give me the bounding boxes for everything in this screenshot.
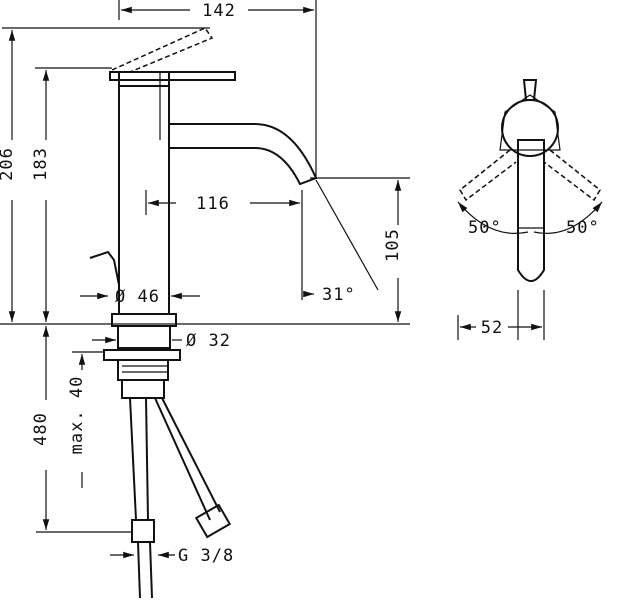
dim-height-body: 183: [31, 147, 51, 181]
dim-connection-thread: G 3/8: [178, 546, 234, 566]
dim-spout-angle: 31°: [322, 285, 356, 305]
dim-max-counter-thickness: max. 40: [67, 376, 87, 455]
dim-hose-length: 480: [31, 412, 51, 446]
dim-thread-diameter: Ø 32: [186, 331, 231, 351]
dim-spout-reach: 116: [196, 194, 230, 214]
faucet-side-view: [89, 27, 318, 599]
dimension-lines: [0, 0, 410, 559]
dim-body-diameter: Ø 46: [115, 287, 160, 307]
dim-spout-height: 105: [383, 228, 403, 262]
dim-lever-angle-right: 50°: [566, 218, 600, 238]
dim-height-total: 206: [0, 147, 17, 181]
lever-top-view: [457, 79, 603, 340]
dim-lever-width: 52: [481, 318, 503, 338]
dim-lever-angle-left: 50°: [468, 218, 502, 238]
dim-width-top: 142: [202, 1, 236, 21]
